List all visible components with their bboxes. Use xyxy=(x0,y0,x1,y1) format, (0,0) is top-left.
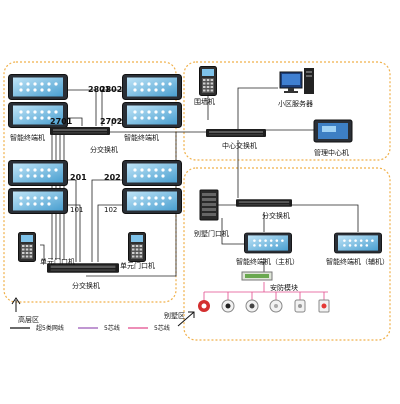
room-label-102: 102 xyxy=(104,206,117,214)
villa-wiring xyxy=(218,204,359,272)
villa-zone-label: 别墅区 xyxy=(164,311,185,320)
room-label-2801: 2801 xyxy=(88,85,111,94)
terminal-sub-label: 智能终端机（辅机） xyxy=(326,257,389,266)
zone-center-border xyxy=(183,61,391,161)
room-label-2701: 2701 xyxy=(50,117,73,126)
terminal-2802 xyxy=(122,74,182,100)
terminal-main-unit xyxy=(244,232,292,254)
villa-arrow-icon xyxy=(177,311,195,327)
villa-door-label: 别墅门口机 xyxy=(194,229,229,238)
upper-distribution-switch xyxy=(50,127,110,135)
terminal-sub-unit xyxy=(334,232,382,254)
legend-item-3: 5芯线 xyxy=(154,324,170,332)
mgmt-pc-label: 管理中心机 xyxy=(314,148,349,157)
room-label-202: 202 xyxy=(104,173,121,182)
unit-door-label-right: 单元门口机 xyxy=(120,261,155,270)
server-label: 小区服务器 xyxy=(278,99,313,108)
security-module-label: 安防模块 xyxy=(270,283,298,292)
upper-switch-label: 分交换机 xyxy=(90,145,118,154)
terminal-caption-left: 智能终端机 xyxy=(10,133,45,142)
room-label-201: 201 xyxy=(70,173,87,182)
room-label-2702: 2702 xyxy=(100,117,122,126)
unit-door-station-right xyxy=(128,232,146,262)
gas-detector-icon xyxy=(269,299,283,313)
room-label-101: 101 xyxy=(70,206,83,214)
infrared-sensor-icon xyxy=(294,299,306,313)
unit-door-station-left xyxy=(18,232,36,262)
terminal-caption-right: 智能终端机 xyxy=(124,133,159,142)
security-wiring xyxy=(203,282,328,300)
villa-switch-label: 分交换机 xyxy=(262,211,290,220)
wall-unit-label: 围墙机 xyxy=(194,97,215,106)
wall-unit xyxy=(198,66,218,96)
terminal-2702 xyxy=(122,102,182,128)
terminal-main-label: 智能终端机（主机） xyxy=(236,257,299,266)
terminal-202 xyxy=(122,160,182,186)
legend-item-2: 5芯线 xyxy=(104,324,120,332)
legend: 超5类网线 5芯线 5芯线 xyxy=(10,324,170,332)
camera-sensor-icon xyxy=(245,299,259,313)
emergency-button-icon xyxy=(318,299,330,313)
terminal-2801 xyxy=(8,74,68,100)
management-pc xyxy=(313,119,353,143)
server-icon xyxy=(279,68,314,94)
alarm-siren-icon xyxy=(198,300,210,312)
central-switch-label: 中心交换机 xyxy=(222,141,257,150)
villa-door-station xyxy=(199,189,219,221)
security-module xyxy=(241,271,273,281)
highrise-wiring xyxy=(40,89,190,277)
legend-item-1: 超5类网线 xyxy=(36,324,64,332)
terminal-102 xyxy=(122,188,182,214)
room-label-2802: 2802 xyxy=(100,85,122,94)
lower-switch-label: 分交换机 xyxy=(72,281,100,290)
central-switch xyxy=(206,129,266,137)
zone-highrise-border xyxy=(3,61,177,303)
highrise-zone-label: 高层区 xyxy=(18,315,39,324)
terminal-101 xyxy=(8,188,68,214)
villa-switch xyxy=(236,199,292,207)
unit-door-label-left: 单元门口机 xyxy=(40,257,75,266)
highrise-arrow-icon xyxy=(11,297,21,312)
smoke-detector-icon xyxy=(221,299,235,313)
terminal-201 xyxy=(8,160,68,186)
